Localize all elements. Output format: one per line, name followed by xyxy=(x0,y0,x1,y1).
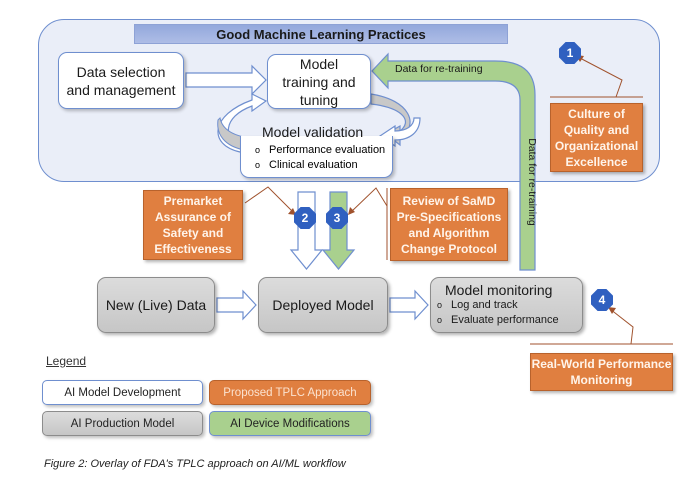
callout-line-4 xyxy=(530,308,673,345)
new-data-box: New (Live) Data xyxy=(97,277,215,333)
model-validation-title: Model validation xyxy=(262,124,364,140)
model-training-box: Model training and tuning xyxy=(267,54,371,109)
real-world-label: Real-World Performance Monitoring xyxy=(531,357,672,387)
validation-item: Performance evaluation xyxy=(255,143,385,158)
model-validation-list: Performance evaluation Clinical evaluati… xyxy=(245,143,385,173)
review-box: Review of SaMD Pre-Specifications and Al… xyxy=(390,188,508,261)
arrow-newdata-to-deployed xyxy=(216,289,257,321)
premarket-box: Premarket Assurance of Safety and Effect… xyxy=(143,190,243,260)
legend-item-ai-production-model: AI Production Model xyxy=(42,411,203,436)
gmlp-title: Good Machine Learning Practices xyxy=(134,24,508,44)
legend-item-ai-device-modifications: AI Device Modifications xyxy=(209,411,371,436)
retraining-label-horizontal: Data for re-training xyxy=(395,63,483,75)
culture-box: Culture of Quality and Organizational Ex… xyxy=(550,103,643,172)
legend-item-label: AI Model Development xyxy=(64,386,181,399)
arrow-down-modifications xyxy=(321,191,356,270)
legend-item-label: AI Production Model xyxy=(70,417,175,430)
marker-3-icon: 3 xyxy=(326,207,348,229)
deployed-model-box: Deployed Model xyxy=(258,277,388,333)
legend-item-proposed-tplc: Proposed TPLC Approach xyxy=(209,380,371,405)
data-selection-label: Data selection and management xyxy=(66,63,176,98)
culture-label: Culture of Quality and Organizational Ex… xyxy=(554,106,639,169)
arrow-deployed-to-monitoring xyxy=(389,289,429,321)
monitoring-item: Log and track xyxy=(437,298,559,313)
callout-line-1 xyxy=(550,56,643,98)
deployed-model-label: Deployed Model xyxy=(272,297,374,313)
monitoring-item: Evaluate performance xyxy=(437,313,559,328)
model-training-label: Model training and tuning xyxy=(282,55,356,108)
retraining-arrow xyxy=(371,52,536,271)
legend-item-label: AI Device Modifications xyxy=(230,417,350,430)
callout-arrowhead-3 xyxy=(348,207,355,215)
callout-arrowhead-4 xyxy=(608,307,616,314)
marker-4-icon: 4 xyxy=(591,289,613,311)
validation-item: Clinical evaluation xyxy=(255,158,385,173)
legend-item-ai-model-development: AI Model Development xyxy=(42,380,203,405)
data-selection-box: Data selection and management xyxy=(58,52,184,109)
callout-arrowhead-2 xyxy=(288,208,296,215)
legend-item-label: Proposed TPLC Approach xyxy=(223,386,357,399)
legend-title: Legend xyxy=(46,354,87,368)
review-label: Review of SaMD Pre-Specifications and Al… xyxy=(396,193,502,256)
model-monitoring-box: Model monitoring Log and track Evaluate … xyxy=(430,277,583,333)
marker-1-icon: 1 xyxy=(559,42,581,64)
callout-line-premarket xyxy=(244,186,295,214)
callout-line-review xyxy=(349,187,388,260)
new-data-label: New (Live) Data xyxy=(105,297,207,313)
model-monitoring-list: Log and track Evaluate performance xyxy=(431,298,559,328)
retraining-label-vertical: Data for re-training xyxy=(526,138,538,226)
real-world-box: Real-World Performance Monitoring xyxy=(530,353,673,391)
arrow-data-to-training xyxy=(185,64,267,96)
figure-caption: Figure 2: Overlay of FDA's TPLC approach… xyxy=(44,458,346,470)
arrow-down-premarket xyxy=(289,191,324,270)
model-monitoring-title: Model monitoring xyxy=(445,282,553,298)
marker-2-icon: 2 xyxy=(294,207,316,229)
premarket-label: Premarket Assurance of Safety and Effect… xyxy=(154,194,232,256)
